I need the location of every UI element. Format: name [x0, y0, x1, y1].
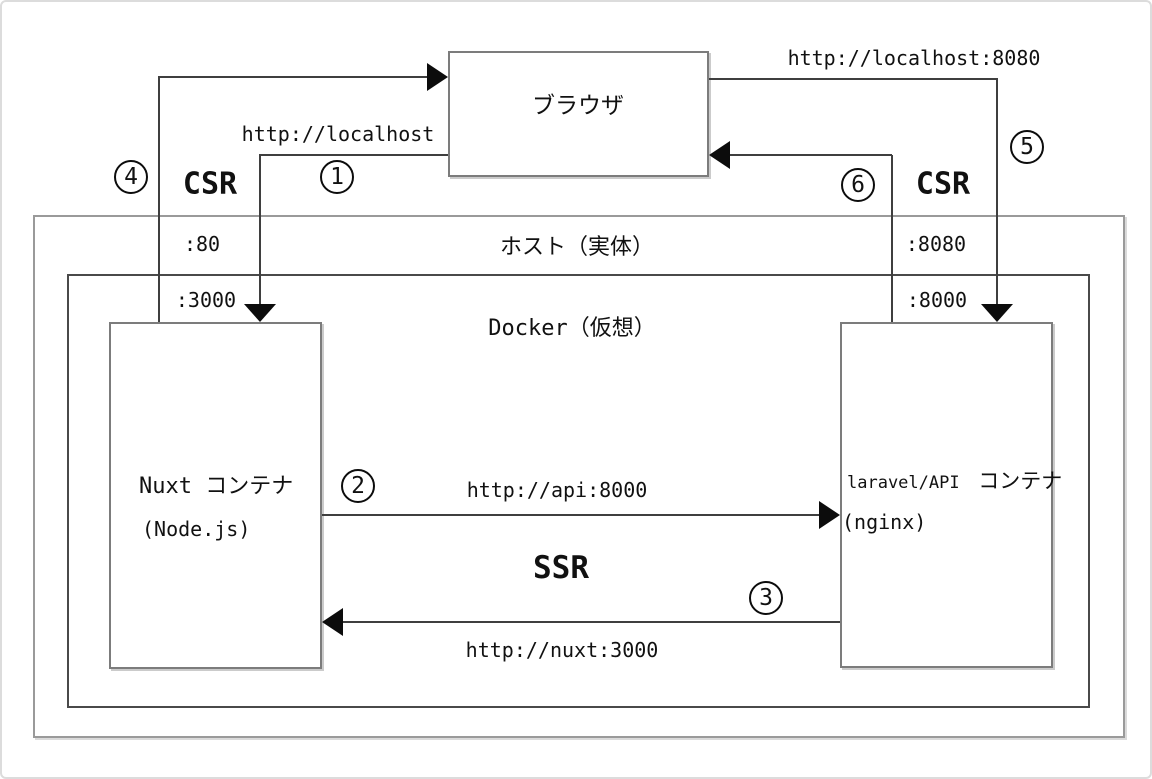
flow1-line-horizontal: [259, 154, 448, 156]
flow2-line: [322, 514, 820, 516]
flow5-line-horizontal: [709, 78, 998, 80]
browser-box: [448, 51, 709, 177]
nuxt-runtime-label: (Node.js): [142, 517, 251, 541]
laravel-container-box: [840, 322, 1053, 668]
ssr-label: SSR: [533, 550, 589, 586]
flow1-line-vertical: [259, 154, 261, 306]
laravel-suffix-label: コンテナ: [978, 469, 1063, 493]
arrow-left-icon: [322, 608, 343, 636]
host-port-right-label: :8080: [905, 232, 967, 256]
nuxt-container-box: [109, 322, 322, 669]
laravel-runtime-label: (nginx): [842, 510, 927, 534]
step-1-badge: 1: [320, 160, 354, 194]
arrow-down-icon: [244, 304, 276, 322]
nuxt-container-label: Nuxt コンテナ: [139, 474, 294, 499]
flow6-line-horizontal: [730, 154, 892, 156]
flow4-line-horizontal: [158, 76, 428, 78]
host-group-box: [33, 215, 1125, 738]
flow5-url-label: http://localhost:8080: [787, 46, 1041, 70]
laravel-tech-label: laravel/API: [847, 473, 960, 493]
host-label: ホスト（実体）: [499, 235, 655, 260]
docker-port-right-label: :8000: [906, 288, 968, 312]
step-2-badge: 2: [341, 469, 375, 503]
step-5-badge: 5: [1010, 130, 1044, 164]
csr-right-label: CSR: [915, 166, 971, 202]
flow3-url-label: http://nuxt:3000: [465, 638, 659, 662]
flow1-url-label: http://localhost: [241, 122, 435, 146]
flow5-line-vertical: [996, 78, 998, 306]
docker-group-box: [67, 274, 1090, 708]
laravel-container-label: laravel/API コンテナ: [847, 465, 1062, 495]
arrow-right-icon: [427, 63, 448, 91]
step-4-badge: 4: [114, 160, 148, 194]
csr-left-label: CSR: [182, 166, 238, 202]
flow6-line-vertical: [891, 155, 893, 322]
browser-label: ブラウザ: [532, 93, 624, 119]
docker-port-left-label: :3000: [175, 288, 237, 312]
arrow-down-icon: [981, 304, 1013, 322]
flow4-line-vertical: [158, 77, 160, 322]
arrow-left-icon: [709, 141, 730, 169]
step-3-badge: 3: [749, 581, 783, 615]
arrow-right-icon: [819, 501, 840, 529]
flow3-line: [343, 621, 840, 623]
host-port-left-label: :80: [183, 232, 221, 256]
step-6-badge: 6: [841, 168, 875, 202]
flow2-url-label: http://api:8000: [466, 478, 648, 502]
docker-label: Docker（仮想）: [488, 316, 656, 341]
